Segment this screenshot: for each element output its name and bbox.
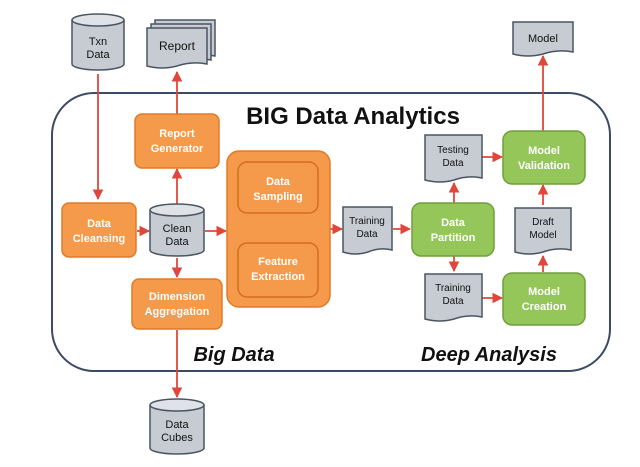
training-data-label-1: Training	[349, 216, 385, 227]
data-sampling-label-1: Data	[266, 176, 291, 188]
diagram-title: BIG Data Analytics	[246, 103, 460, 130]
clean-data-cylinder: Clean Data	[149, 203, 205, 257]
data-sampling-label-2: Sampling	[253, 191, 303, 203]
testing-data-label-2: Data	[442, 158, 464, 169]
data-cubes-label-1: Data	[165, 419, 189, 431]
data-cleansing-label-1: Data	[87, 218, 112, 230]
data-partition-label-1: Data	[441, 217, 466, 229]
draft-model-document: Draft Model	[514, 207, 572, 255]
clean-data-label-1: Clean	[163, 223, 192, 235]
testing-data-label-1: Testing	[437, 145, 469, 156]
data-partition-label-2: Partition	[431, 232, 476, 244]
draft-model-label-2: Model	[529, 230, 556, 241]
model-output-label: Model	[528, 33, 558, 45]
feature-extraction-label-2: Extraction	[251, 271, 305, 283]
sampling-extraction-container: Data Sampling Feature Extraction	[226, 150, 331, 308]
model-validation-label-2: Validation	[518, 160, 570, 172]
report-generator-label-1: Report	[159, 128, 195, 140]
data-cleansing-box: Data Cleansing	[61, 202, 137, 258]
label-deep-analysis: Deep Analysis	[421, 344, 557, 366]
report-generator-label-2: Generator	[151, 143, 204, 155]
label-big-data: Big Data	[193, 344, 274, 366]
txn-data-label-1: Txn	[89, 36, 107, 48]
txn-data-label-2: Data	[86, 49, 110, 61]
model-creation-label-1: Model	[528, 286, 560, 298]
report-generator-box: Report Generator	[134, 113, 220, 169]
testing-data-document: Testing Data	[424, 134, 483, 183]
report-document: Report	[146, 19, 216, 69]
training-data-lower-document: Training Data	[424, 273, 483, 322]
training-data-lower-label-1: Training	[435, 283, 471, 294]
model-output-document: Model	[512, 21, 574, 57]
training-data-label-2: Data	[356, 229, 378, 240]
model-creation-box: Model Creation	[502, 272, 586, 326]
report-label: Report	[159, 39, 196, 53]
dimension-aggregation-label-2: Aggregation	[145, 306, 210, 318]
model-creation-label-2: Creation	[522, 301, 567, 313]
clean-data-label-2: Data	[165, 236, 189, 248]
data-cubes-label-2: Cubes	[161, 432, 193, 444]
draft-model-label-1: Draft	[532, 217, 554, 228]
feature-extraction-label-1: Feature	[258, 256, 298, 268]
data-cleansing-label-2: Cleansing	[73, 233, 126, 245]
model-validation-label-1: Model	[528, 145, 560, 157]
model-validation-box: Model Validation	[502, 130, 586, 185]
data-partition-box: Data Partition	[411, 202, 495, 257]
dimension-aggregation-label-1: Dimension	[149, 291, 206, 303]
training-data-lower-label-2: Data	[442, 296, 464, 307]
dimension-aggregation-box: Dimension Aggregation	[131, 278, 223, 330]
data-cubes-cylinder: Data Cubes	[149, 398, 205, 455]
txn-data-cylinder: Txn Data	[71, 13, 125, 71]
training-data-document: Training Data	[342, 206, 393, 255]
